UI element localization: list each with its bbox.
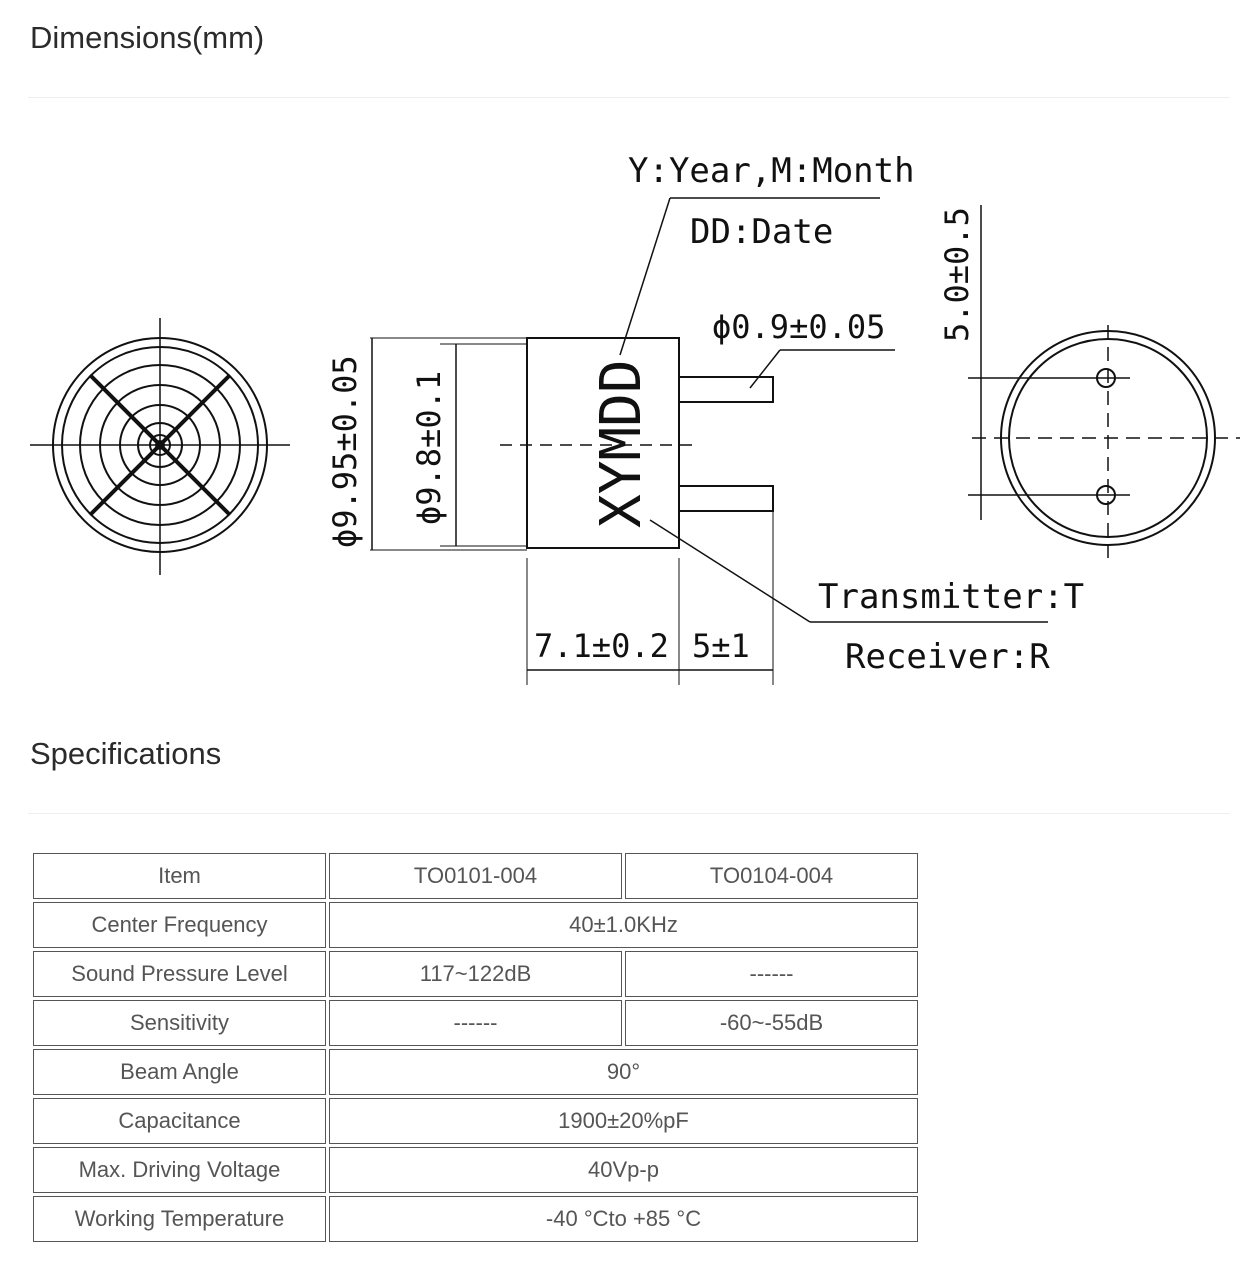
table-row: Center Frequency 40±1.0KHz: [33, 902, 918, 948]
body-length: 7.1±0.2: [534, 627, 669, 665]
header-cell: Item: [33, 853, 326, 899]
row-value: 117~122dB: [329, 951, 622, 997]
table-row: Capacitance 1900±20%pF: [33, 1098, 918, 1144]
table-row: Max. Driving Voltage 40Vp-p: [33, 1147, 918, 1193]
label-year-month: Y:Year,M:Month: [628, 151, 915, 191]
row-value: 90°: [329, 1049, 918, 1095]
back-view-pins: [968, 205, 1240, 558]
row-value: ------: [329, 1000, 622, 1046]
label-dd-date: DD:Date: [690, 212, 833, 252]
side-view-body: [370, 337, 774, 685]
row-value: -40 °Cto +85 °C: [329, 1196, 918, 1242]
table-row: Sound Pressure Level 117~122dB ------: [33, 951, 918, 997]
dimension-drawing: Y:Year,M:Month DD:Date XYMDD ϕ0.9±0.05 ϕ…: [30, 151, 1240, 685]
divider: [28, 97, 1230, 98]
table-header-row: Item TO0101-004 TO0104-004: [33, 853, 918, 899]
row-label: Working Temperature: [33, 1196, 326, 1242]
row-label: Max. Driving Voltage: [33, 1147, 326, 1193]
pin-diameter: ϕ0.9±0.05: [712, 308, 885, 346]
row-value: 40±1.0KHz: [329, 902, 918, 948]
header-cell: TO0101-004: [329, 853, 622, 899]
label-receiver: Receiver:R: [845, 637, 1050, 677]
specifications-table: Item TO0101-004 TO0104-004 Center Freque…: [30, 850, 921, 1245]
divider: [28, 813, 1230, 814]
row-label: Sensitivity: [33, 1000, 326, 1046]
header-cell: TO0104-004: [625, 853, 918, 899]
row-value: 40Vp-p: [329, 1147, 918, 1193]
dimensions-title: Dimensions(mm): [30, 20, 265, 55]
pin-length: 5±1: [692, 627, 750, 665]
row-value: 1900±20%pF: [329, 1098, 918, 1144]
row-value: ------: [625, 951, 918, 997]
outer-diameter: ϕ9.95±0.05: [326, 355, 364, 548]
label-transmitter: Transmitter:T: [818, 577, 1084, 617]
row-label: Sound Pressure Level: [33, 951, 326, 997]
row-value: -60~-55dB: [625, 1000, 918, 1046]
table-row: Beam Angle 90°: [33, 1049, 918, 1095]
specifications-title: Specifications: [30, 736, 222, 771]
front-view-grille: [30, 318, 290, 575]
row-label: Capacitance: [33, 1098, 326, 1144]
row-label: Beam Angle: [33, 1049, 326, 1095]
pin-spacing: 5.0±0.5: [938, 207, 976, 342]
marking-code: XYMDD: [589, 359, 654, 528]
table-row: Sensitivity ------ -60~-55dB: [33, 1000, 918, 1046]
inner-diameter: ϕ9.8±0.1: [410, 371, 448, 525]
table-row: Working Temperature -40 °Cto +85 °C: [33, 1196, 918, 1242]
row-label: Center Frequency: [33, 902, 326, 948]
